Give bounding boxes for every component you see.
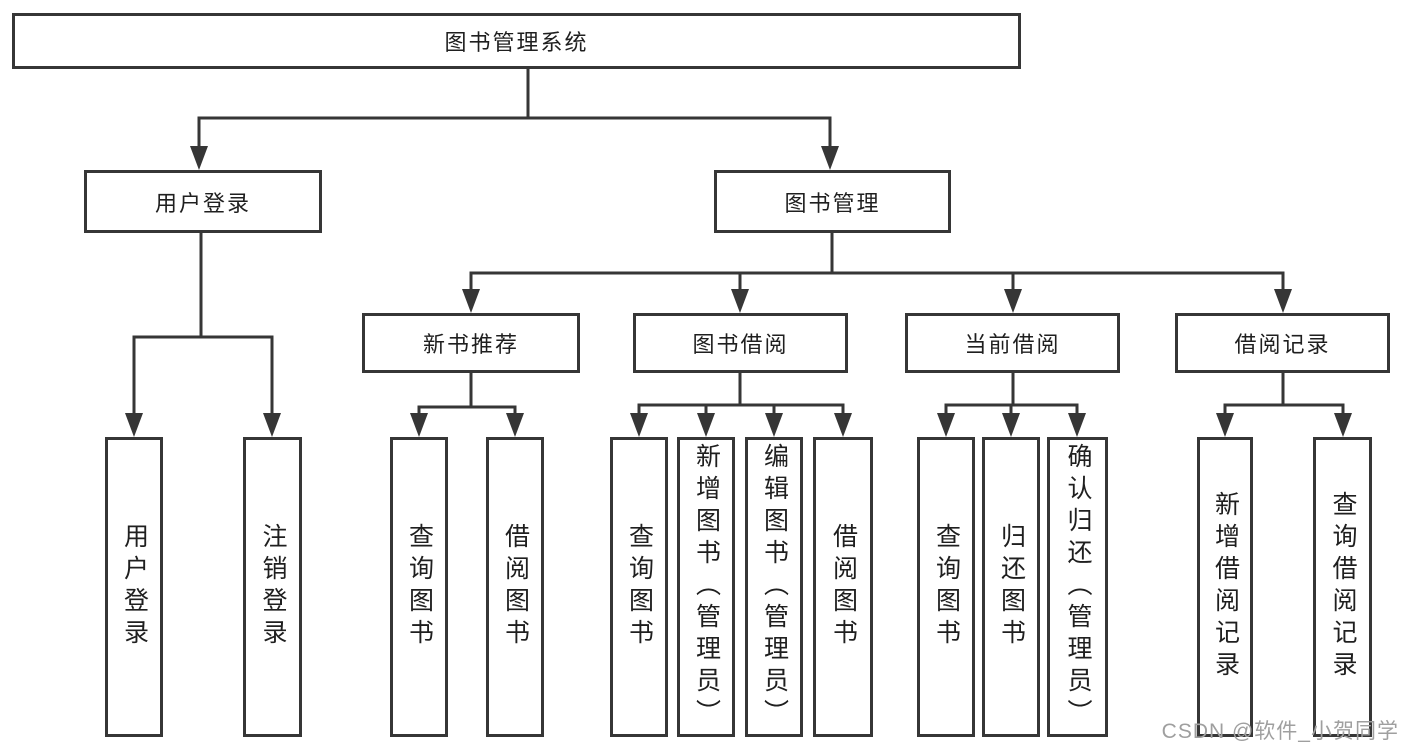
connector-user-login-branch [125, 231, 281, 437]
arrowhead [1068, 413, 1086, 437]
node-borrow-records-label: 借阅记录 [1234, 332, 1331, 357]
arrowhead [821, 146, 839, 170]
leaf-query-book: 查询图书 [917, 437, 975, 737]
leaf-borrow-book: 借阅图书 [813, 437, 873, 737]
arrowhead [263, 413, 281, 437]
leaf-label: 新增图书（管理员） [692, 443, 721, 731]
arrowhead [937, 413, 955, 437]
arrowhead [1274, 289, 1292, 313]
arrowhead [697, 413, 715, 437]
node-book-management: 图书管理 [714, 170, 951, 233]
arrowhead [834, 413, 852, 437]
arrowhead [731, 289, 749, 313]
leaf-label: 查询图书 [932, 523, 961, 651]
connector-new-book-branch [410, 371, 524, 437]
leaf-query-book: 查询图书 [610, 437, 668, 737]
arrowhead [1002, 413, 1020, 437]
arrowhead [1004, 289, 1022, 313]
leaf-edit-book-admin: 编辑图书（管理员） [745, 437, 803, 737]
node-book-management-label: 图书管理 [784, 190, 881, 216]
leaf-label: 借阅图书 [501, 523, 530, 651]
arrowhead [410, 413, 428, 437]
leaf-query-book: 查询图书 [390, 437, 448, 737]
leaf-user-login: 用户登录 [105, 437, 163, 737]
leaf-label: 查询图书 [625, 523, 654, 651]
connector-book-management-branch [462, 231, 1292, 313]
leaf-logout: 注销登录 [243, 437, 302, 737]
connector-book-borrow-branch [630, 371, 852, 437]
arrowhead [190, 146, 208, 170]
leaf-label: 归还图书 [997, 523, 1026, 651]
connector-current-borrow-branch [937, 371, 1086, 437]
node-current-borrow-label: 当前借阅 [964, 332, 1061, 357]
leaf-label: 编辑图书（管理员） [760, 443, 789, 731]
node-book-borrow-label: 图书借阅 [692, 332, 789, 357]
csdn-watermark: CSDN @软件_小贺同学 [1161, 720, 1399, 743]
leaf-label: 新增借阅记录 [1211, 491, 1240, 683]
arrowhead [1334, 413, 1352, 437]
leaf-confirm-return-admin: 确认归还（管理员） [1047, 437, 1108, 737]
arrowhead [462, 289, 480, 313]
node-root-label: 图书管理系统 [444, 30, 589, 55]
leaf-return-book: 归还图书 [982, 437, 1040, 737]
arrowhead [630, 413, 648, 437]
leaf-query-borrow-record: 查询借阅记录 [1313, 437, 1372, 737]
arrowhead [1216, 413, 1234, 437]
arrowhead [765, 413, 783, 437]
connector-borrow-records-branch [1216, 371, 1352, 437]
leaf-add-book-admin: 新增图书（管理员） [677, 437, 735, 737]
node-book-borrow: 图书借阅 [633, 313, 848, 373]
leaf-label: 查询图书 [405, 523, 434, 651]
connector-root-to-level2 [190, 67, 839, 170]
node-new-book-recommend: 新书推荐 [362, 313, 580, 373]
node-current-borrow: 当前借阅 [905, 313, 1120, 373]
node-root: 图书管理系统 [12, 13, 1021, 69]
node-user-login: 用户登录 [84, 170, 322, 233]
node-borrow-records: 借阅记录 [1175, 313, 1390, 373]
leaf-label: 查询借阅记录 [1329, 491, 1357, 683]
leaf-label: 借阅图书 [829, 523, 858, 651]
node-new-book-recommend-label: 新书推荐 [422, 332, 519, 357]
arrowhead [506, 413, 524, 437]
node-user-login-label: 用户登录 [154, 190, 251, 216]
leaf-label: 用户登录 [120, 523, 149, 651]
arrowhead [125, 413, 143, 437]
leaf-label: 注销登录 [259, 523, 287, 651]
leaf-add-borrow-record: 新增借阅记录 [1197, 437, 1253, 737]
leaf-borrow-book: 借阅图书 [486, 437, 544, 737]
leaf-label: 确认归还（管理员） [1064, 443, 1092, 731]
